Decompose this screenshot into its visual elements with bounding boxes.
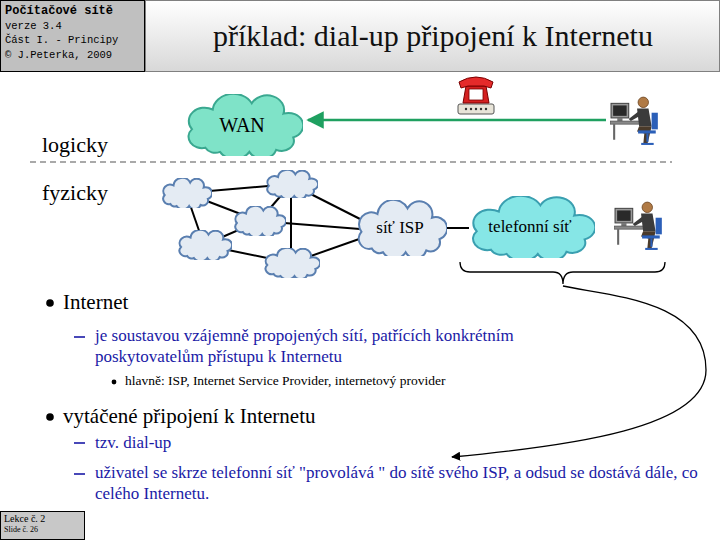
header-text: © J.Peterka, 2009	[5, 48, 140, 62]
slide-number-panel	[1, 512, 85, 540]
bracket	[460, 262, 665, 284]
title-panel	[146, 1, 720, 72]
cloud-label: WAN	[219, 114, 265, 137]
cloud-node: síť ISP	[353, 200, 447, 256]
phone-icon	[458, 77, 494, 114]
bullet-text: vytáčené připojení k Internetu	[63, 403, 315, 429]
header-box: Počítačové sítěverze 3.4Část I. - Princi…	[0, 0, 145, 72]
divider-line	[30, 161, 672, 162]
bullet-text: uživatel se skrze telefonní síť "provolá…	[95, 462, 707, 505]
bullet-text: je soustavou vzájemně propojených sítí, …	[95, 325, 615, 368]
bullet-text: Internet	[63, 289, 128, 315]
cloud-node: WAN	[181, 94, 303, 156]
slide-number-text: Slide č. 26	[4, 525, 81, 534]
network-clouds	[163, 170, 320, 279]
header-panel	[1, 1, 145, 72]
header-text: Část I. - Principy	[5, 33, 140, 47]
layer-label: logicky	[42, 131, 108, 159]
cloud-label: síť ISP	[376, 218, 423, 238]
cloud-node: telefonní síť	[465, 196, 595, 258]
pointer-arrow	[452, 286, 706, 457]
logical-arrow	[308, 119, 606, 122]
user-icon	[614, 202, 662, 249]
slide-number-box: Lekce č. 2Slide č. 26	[0, 511, 85, 540]
header-text: verze 3.4	[5, 19, 140, 33]
cloud-label: telefonní síť	[488, 217, 571, 237]
slide-number-text: Lekce č. 2	[4, 513, 81, 525]
header-text: Počítačové sítě	[5, 3, 140, 19]
bullet-text: hlavně: ISP, Internet Service Provider, …	[125, 373, 445, 390]
bullet-text: tzv. dial-up	[95, 432, 171, 453]
slide-title: příklad: dial-up připojení k Internetu	[213, 17, 653, 55]
user-icon	[610, 97, 658, 144]
layer-label: fyzicky	[42, 179, 108, 207]
